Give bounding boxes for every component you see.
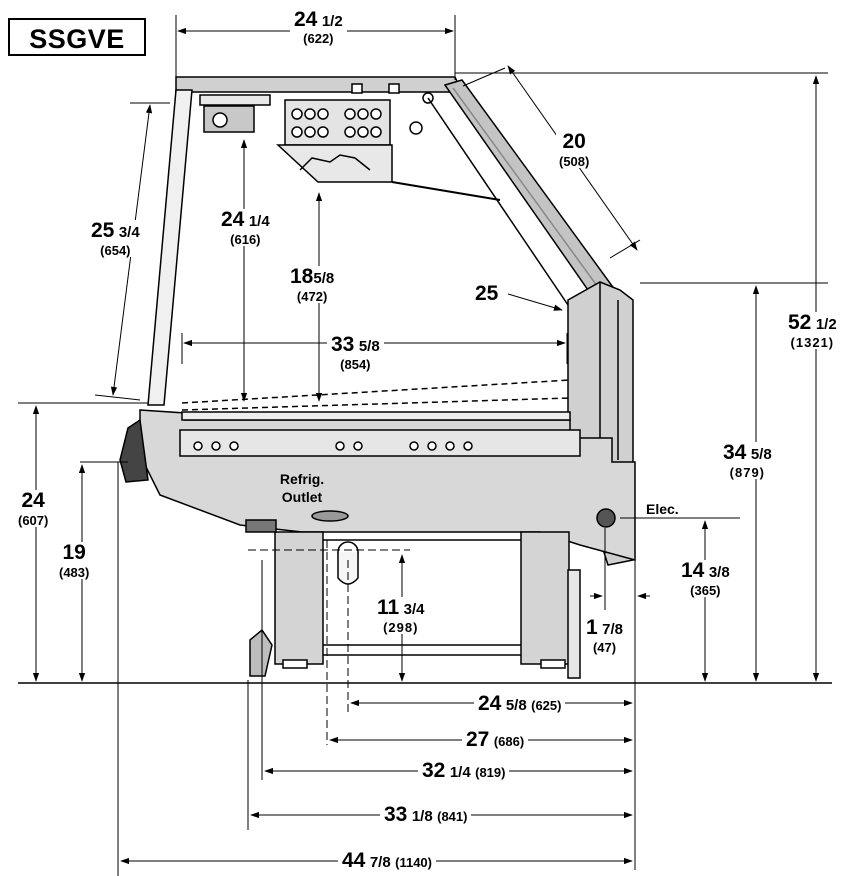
dim-glass-angle-deg-label: 25 bbox=[475, 282, 499, 305]
dim-outlet-height-label: 11 3/4 (298) bbox=[374, 597, 428, 634]
dim-front-top-height-label: 24 (607) bbox=[16, 489, 51, 528]
dim-floor-32-1-4-label: 32 1/4 (819) bbox=[418, 760, 510, 781]
dim-floor-33-1-8-label: 33 1/8 (841) bbox=[380, 804, 472, 825]
dim-front-glass-len-label: 25 3/4 (654) bbox=[88, 220, 143, 257]
dim-floor-24-5-8-label: 24 5/8 (625) bbox=[474, 693, 566, 714]
case-body bbox=[119, 76, 636, 679]
dim-floor-27-label: 27 (686) bbox=[462, 729, 529, 750]
refrig-outlet-line1: Refrig. bbox=[279, 471, 325, 487]
model-title-box: SSGVE bbox=[8, 18, 146, 56]
dim-glass-angle-len-label: 20 (508) bbox=[556, 131, 593, 168]
dim-elec-height-label: 14 3/8 (365) bbox=[678, 560, 733, 597]
dim-25-leader bbox=[507, 293, 563, 311]
dim-elec-setback-label: 1 7/8 (47) bbox=[584, 616, 625, 655]
elec-note: Elec. bbox=[646, 501, 679, 517]
dim-rear-height-label: 34 5/8 (879) bbox=[720, 442, 775, 479]
front-glass bbox=[147, 89, 193, 406]
left-leg bbox=[274, 531, 324, 665]
dim-display-depth-label: 33 5/8 (854) bbox=[327, 334, 384, 371]
dim-inside-height-total-label: 24 1/4 (616) bbox=[218, 209, 273, 246]
dim-top-depth-label: 24 1/2 (622) bbox=[290, 9, 347, 45]
dim-floor-44-7-8-label: 44 7/8 (1140) bbox=[338, 850, 436, 871]
model-title: SSGVE bbox=[29, 24, 125, 54]
refrig-outlet-line2: Outlet bbox=[281, 489, 323, 505]
dim-inside-height-under-light-label: 185/8 (472) bbox=[287, 266, 338, 303]
dim-front-bumper-height-label: 19 (483) bbox=[57, 541, 92, 580]
refrig-outlet-note: Refrig. Outlet bbox=[270, 470, 334, 506]
dim-overall-height-label: 52 1/2 (1321) bbox=[786, 311, 839, 350]
right-leg bbox=[520, 531, 570, 665]
front-bumper bbox=[119, 418, 149, 483]
